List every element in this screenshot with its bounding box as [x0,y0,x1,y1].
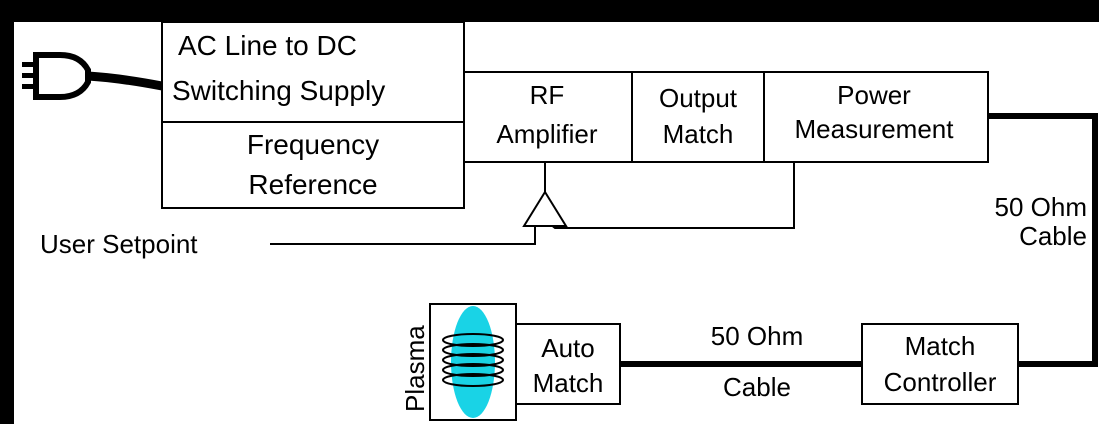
rf-amplifier-block: RF Amplifier [463,71,633,163]
frequency-reference-block: Frequency Reference [161,121,465,209]
cable-bottom-line2: Cable [723,372,791,402]
match-controller-line2: Controller [884,367,997,397]
rf-amplifier-line1: RF [530,80,565,110]
ac-dc-supply-block: AC Line to DC Switching Supply [161,21,465,123]
frequency-reference-line2: Reference [248,169,377,200]
output-match-line1: Output [659,83,738,113]
rf-amplifier-line2: Amplifier [496,119,597,149]
cable-right-line1: 50 Ohm [995,192,1088,222]
plasma-chamber: Plasma [400,303,517,421]
auto-match-line1: Auto [541,333,595,363]
power-measurement-line1: Power [837,80,911,110]
match-controller-line1: Match [905,331,976,361]
output-match-block: Output Match [631,71,765,163]
user-setpoint-label: User Setpoint [40,229,198,259]
ac-supply-line1: AC Line to DC [178,30,357,61]
ac-supply-line2: Switching Supply [172,75,385,106]
coil-icon [442,333,504,387]
power-plug-icon [22,52,163,100]
user-setpoint-line [270,226,536,245]
auto-match-line2: Match [533,368,604,398]
frequency-reference-line1: Frequency [247,129,379,160]
power-measurement-line2: Measurement [795,114,955,144]
cable-bottom-line1: 50 Ohm [711,321,804,351]
match-controller-block: Match Controller [861,323,1019,405]
power-measurement-block: Power Measurement [763,71,989,163]
amplifier-triangle-icon [522,190,568,227]
plasma-label: Plasma [400,325,430,412]
plasma-glow [451,306,495,418]
auto-match-block: Auto Match [515,323,621,405]
cable-right-line2: Cable [1019,221,1087,251]
output-match-line2: Match [663,119,734,149]
cable-right [988,113,1098,367]
